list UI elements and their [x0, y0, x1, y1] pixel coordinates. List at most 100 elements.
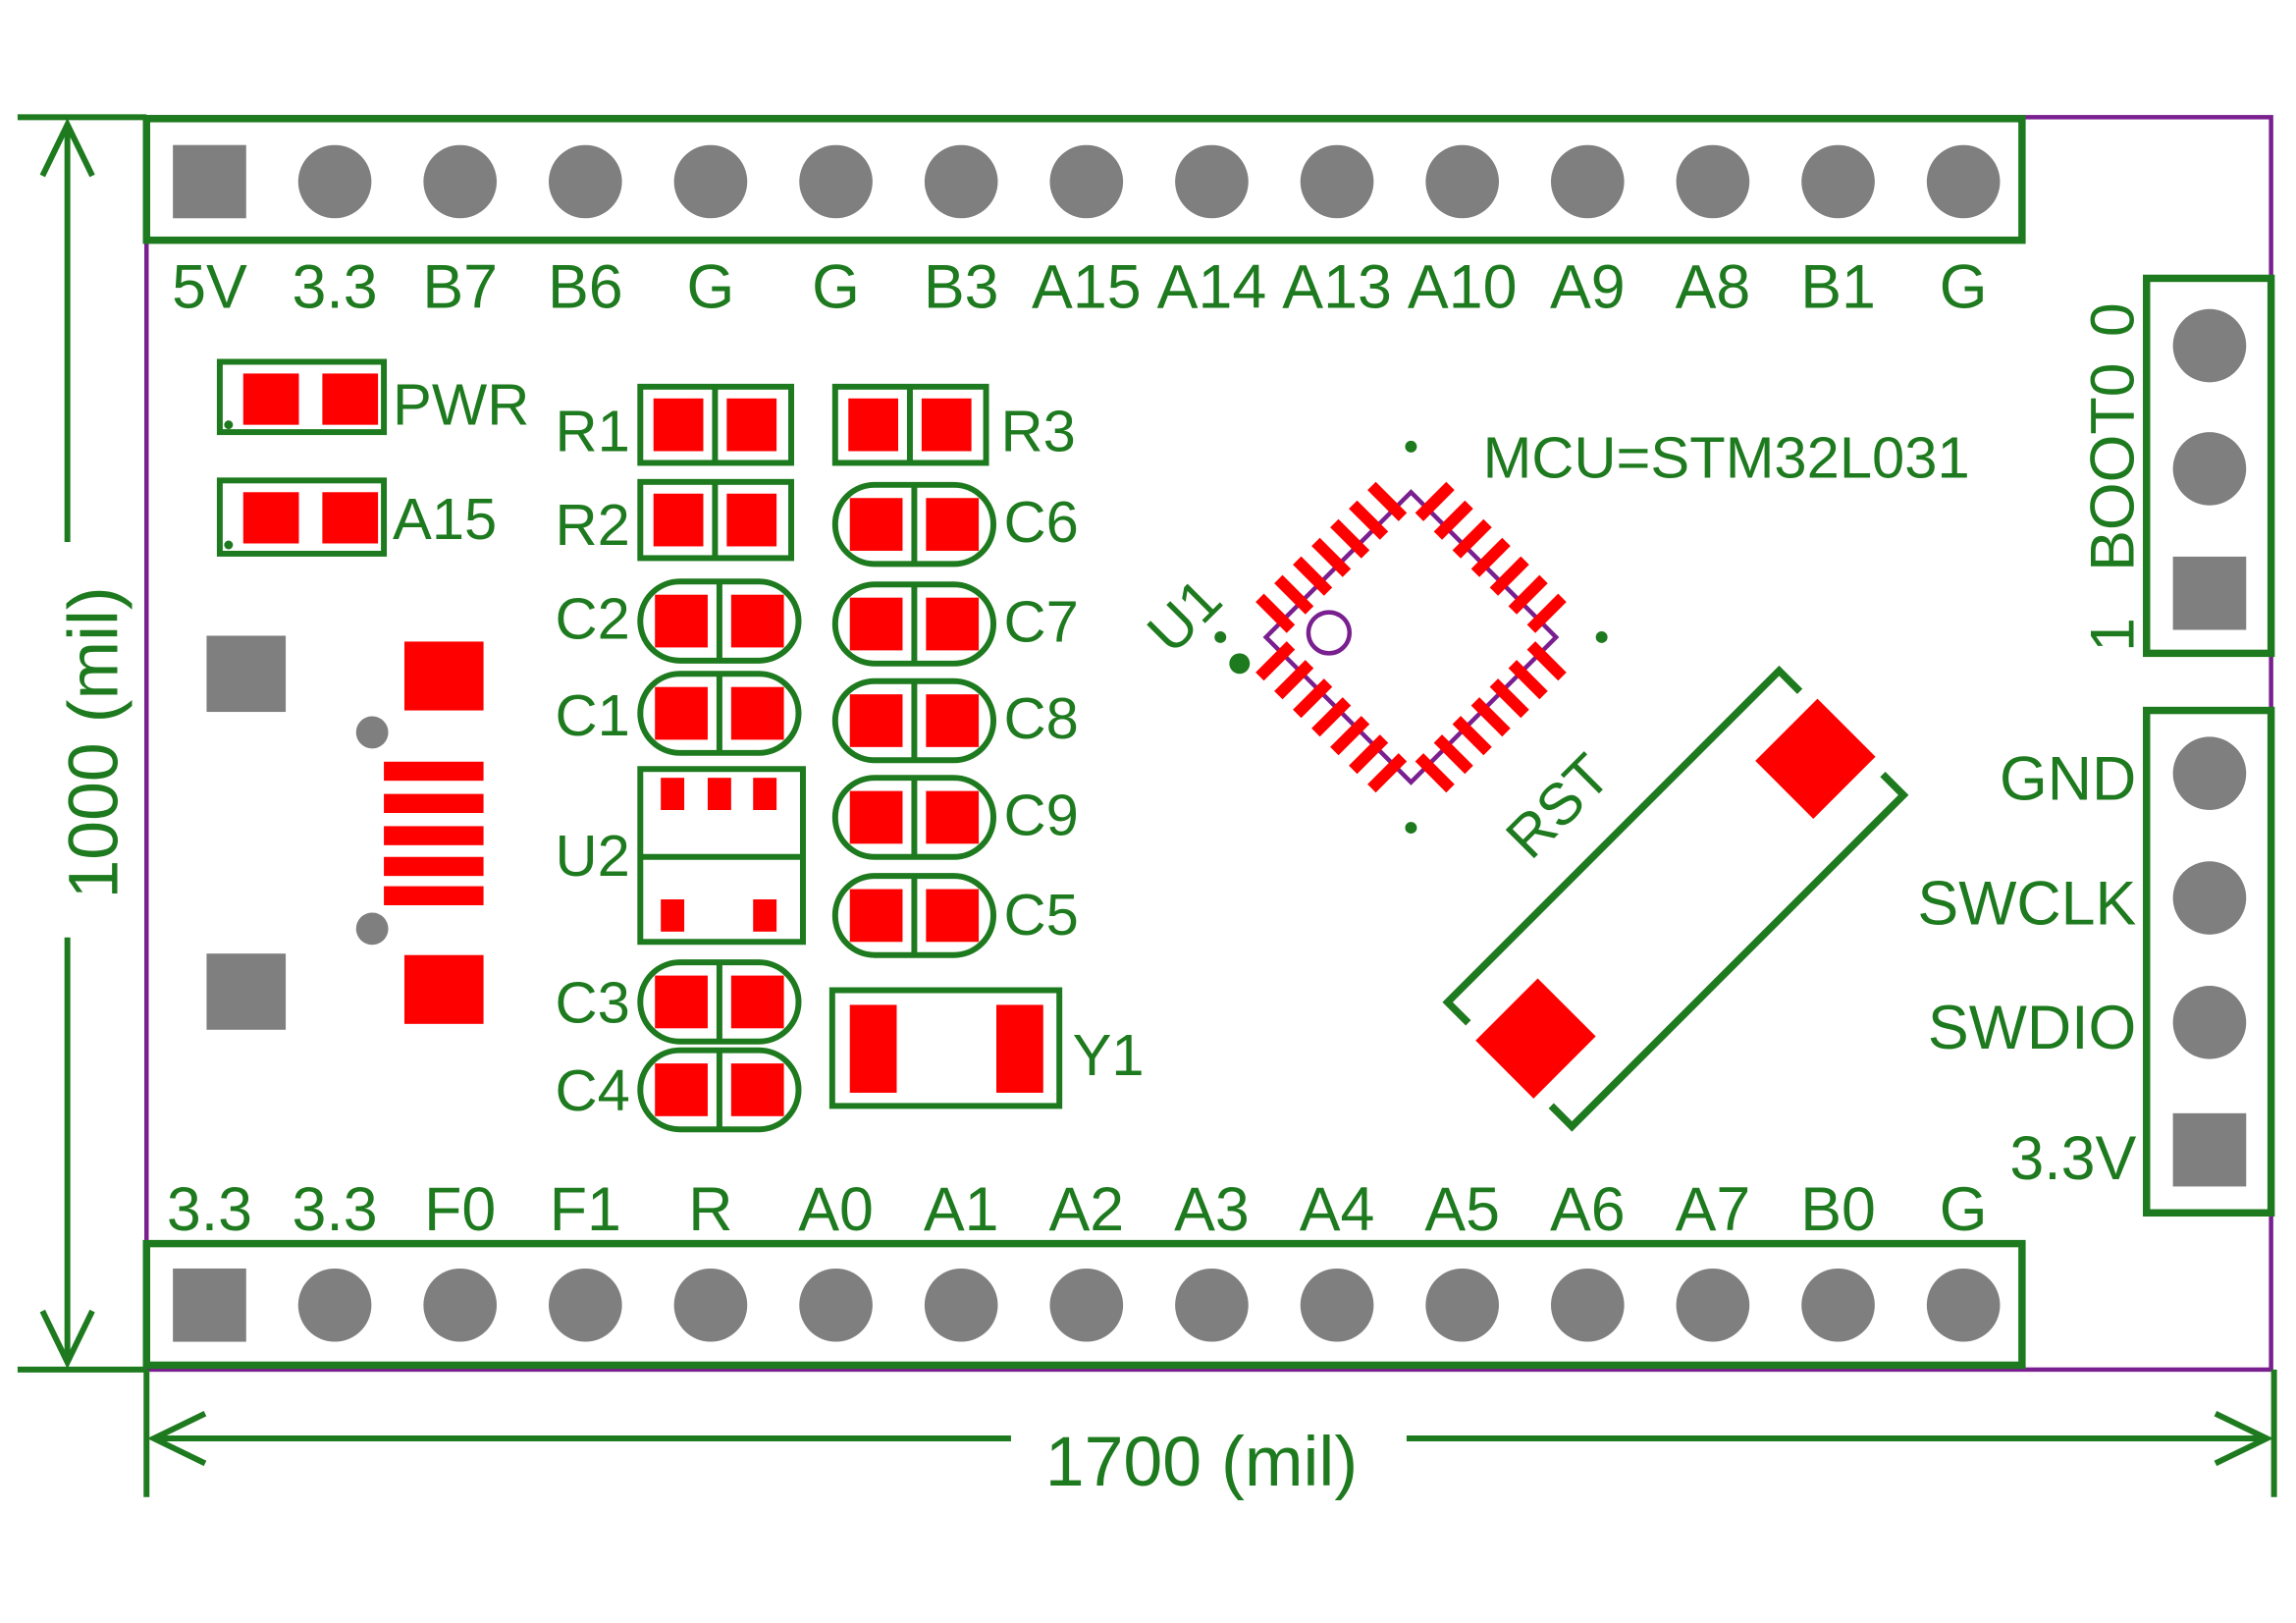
- square-pad-icon: [2172, 556, 2247, 630]
- u2-label: U2: [556, 823, 630, 889]
- bottom-pin-label: 3.3: [293, 1175, 378, 1244]
- reset-switch: [1442, 665, 1909, 1132]
- top-pin-label: 3.3: [293, 252, 378, 321]
- round-pad-icon: [799, 1268, 873, 1342]
- round-pad-icon: [1300, 1268, 1374, 1342]
- swd-label-swdio: SWDIO: [1928, 994, 2136, 1062]
- capacitor-c4: [637, 1047, 802, 1133]
- round-pad-icon: [423, 144, 498, 219]
- round-pad-icon: [1926, 1268, 2001, 1342]
- bottom-pin-label: F1: [550, 1175, 621, 1244]
- round-pad-icon: [2172, 308, 2247, 383]
- capacitor-c3: [637, 959, 802, 1045]
- round-pad-icon: [1550, 144, 1625, 219]
- round-pad-icon: [2172, 861, 2247, 935]
- bottom-header-pins: [173, 1268, 2001, 1342]
- capacitor-c1: [637, 671, 802, 756]
- resistor-r3: [831, 383, 989, 466]
- top-pin-label: A10: [1408, 252, 1518, 321]
- boot-label: BOOT0: [2078, 362, 2147, 570]
- capacitor-c8: [831, 677, 997, 764]
- round-pad-icon: [2172, 986, 2247, 1059]
- round-pad-icon: [1801, 1268, 1875, 1342]
- swd-header: [2143, 706, 2275, 1217]
- height-dimension-label: 1000 (mil): [54, 586, 133, 898]
- round-pad-icon: [1801, 144, 1875, 219]
- round-pad-icon: [1300, 144, 1374, 219]
- swd-label-gnd: GND: [2000, 745, 2136, 814]
- round-pad-icon: [297, 144, 372, 219]
- round-pad-icon: [1425, 1268, 1499, 1342]
- resistor-r1: [637, 383, 795, 466]
- c8-label: C8: [1003, 685, 1078, 751]
- bottom-pin-label: F0: [424, 1175, 496, 1244]
- r2-label: R2: [556, 492, 630, 558]
- round-pad-icon: [1049, 1268, 1124, 1342]
- top-pin-label: B1: [1800, 252, 1876, 321]
- c6-label: C6: [1003, 489, 1078, 555]
- pwr-label: PWR: [393, 372, 529, 438]
- swd-label-swclk: SWCLK: [1917, 869, 2136, 938]
- mcu-pads: [1255, 481, 1567, 793]
- capacitor-c6: [831, 481, 997, 568]
- bottom-pin-label: A6: [1550, 1175, 1626, 1244]
- round-pad-icon: [2172, 736, 2247, 811]
- boot-header: [2143, 274, 2275, 658]
- capacitor-c2: [637, 578, 802, 664]
- regulator-u2: [637, 766, 806, 946]
- top-pin-label: 5V: [172, 252, 247, 321]
- bottom-pin-label: B0: [1800, 1175, 1876, 1244]
- bottom-pin-label: G: [1940, 1175, 1988, 1244]
- c9-label: C9: [1003, 782, 1078, 847]
- r1-label: R1: [556, 399, 630, 464]
- resistor-r2: [637, 478, 795, 562]
- round-pad-icon: [1175, 1268, 1249, 1342]
- top-pin-label: A15: [1032, 252, 1142, 321]
- round-pad-icon: [423, 1268, 498, 1342]
- bottom-pin-label: A2: [1048, 1175, 1124, 1244]
- round-pad-icon: [673, 144, 748, 219]
- bottom-pin-label: R: [688, 1175, 732, 1244]
- mcu-label: MCU=STM32L031: [1483, 424, 1970, 490]
- square-pad-icon: [2172, 1112, 2247, 1187]
- c2-label: C2: [556, 585, 630, 651]
- round-pad-icon: [549, 144, 622, 219]
- round-pad-icon: [549, 1268, 622, 1342]
- top-pin-label: B6: [548, 252, 623, 321]
- round-pad-icon: [1175, 144, 1249, 219]
- swd-label-3v3: 3.3V: [2009, 1124, 2136, 1193]
- boot-labels: 1 BOOT0 0: [2078, 302, 2147, 652]
- boot-pin-low-label: 1: [2078, 618, 2147, 652]
- u1-label: U1: [1135, 566, 1234, 665]
- square-pad-icon: [173, 144, 246, 219]
- bottom-pin-label: A3: [1174, 1175, 1250, 1244]
- bottom-pin-label: A4: [1300, 1175, 1375, 1244]
- boot-pin-high-label: 0: [2078, 302, 2147, 337]
- bottom-pin-label: A0: [798, 1175, 874, 1244]
- u1-dot: [1229, 653, 1251, 675]
- top-pin-label: G: [687, 252, 735, 321]
- c1-label: C1: [556, 682, 630, 748]
- r3-label: R3: [1000, 399, 1075, 464]
- round-pad-icon: [2172, 432, 2247, 506]
- led-a15: [216, 477, 388, 557]
- round-pad-icon: [799, 144, 873, 219]
- top-header-pins: [173, 144, 2001, 219]
- top-pin-label: A13: [1282, 252, 1392, 321]
- usb-connector: [206, 635, 484, 1030]
- square-pad-icon: [173, 1268, 246, 1342]
- round-pad-icon: [297, 1268, 372, 1342]
- bottom-pin-label: 3.3: [167, 1175, 252, 1244]
- crystal-y1: [828, 987, 1063, 1109]
- top-pin-label: B3: [924, 252, 999, 321]
- round-pad-icon: [1676, 144, 1750, 219]
- bottom-pin-label: A7: [1676, 1175, 1751, 1244]
- top-pin-label: A8: [1676, 252, 1751, 321]
- round-pad-icon: [1425, 144, 1499, 219]
- round-pad-icon: [1550, 1268, 1625, 1342]
- top-pin-label: B7: [422, 252, 498, 321]
